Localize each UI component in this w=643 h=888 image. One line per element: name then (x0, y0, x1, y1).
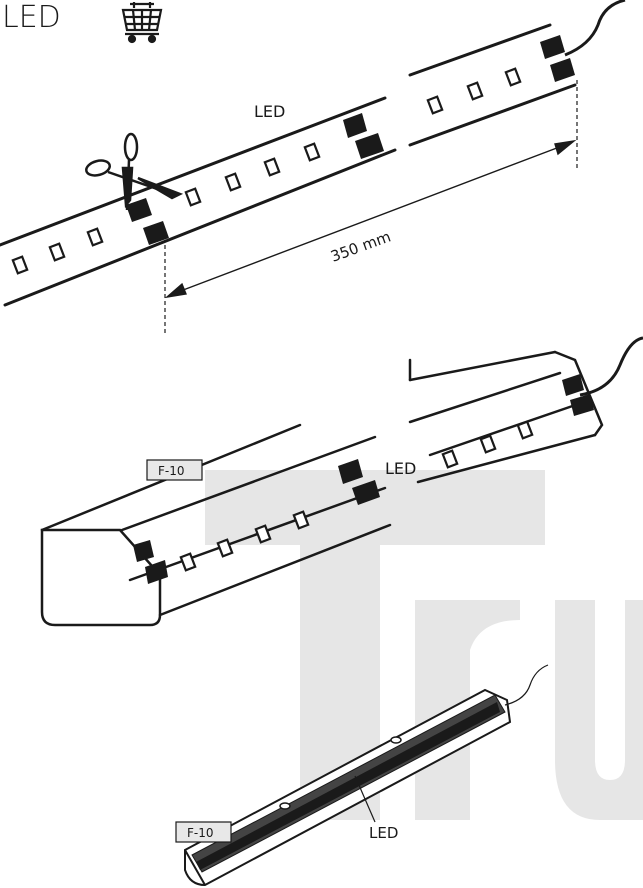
led-chips (179, 420, 534, 572)
dimension-label: 350 mm (328, 227, 393, 265)
profile-tag: F-10 (146, 459, 203, 481)
scissors-icon (85, 132, 184, 211)
profile-tag-text: F-10 (187, 826, 214, 840)
profile-closeup-diagram: F-10 LED (40, 336, 643, 627)
power-cable (504, 664, 549, 706)
solder-pads (126, 35, 575, 245)
profile-bar-diagram: F-10 LED (175, 664, 549, 887)
led-label: LED (254, 102, 285, 121)
profile-tag-text: F-10 (158, 464, 185, 478)
shopping-cart-icon[interactable] (121, 2, 163, 44)
solder-pads (133, 374, 594, 584)
profile-tag: F-10 (175, 821, 232, 843)
strip-cut-diagram: LED 350 mm (0, 0, 626, 335)
page-title: LED (2, 0, 61, 35)
led-label: LED (385, 459, 416, 478)
dimension-arrow (164, 139, 577, 299)
led-chips (11, 67, 522, 275)
power-cable (564, 0, 626, 57)
led-label: LED (369, 824, 398, 842)
power-cable (579, 336, 643, 397)
